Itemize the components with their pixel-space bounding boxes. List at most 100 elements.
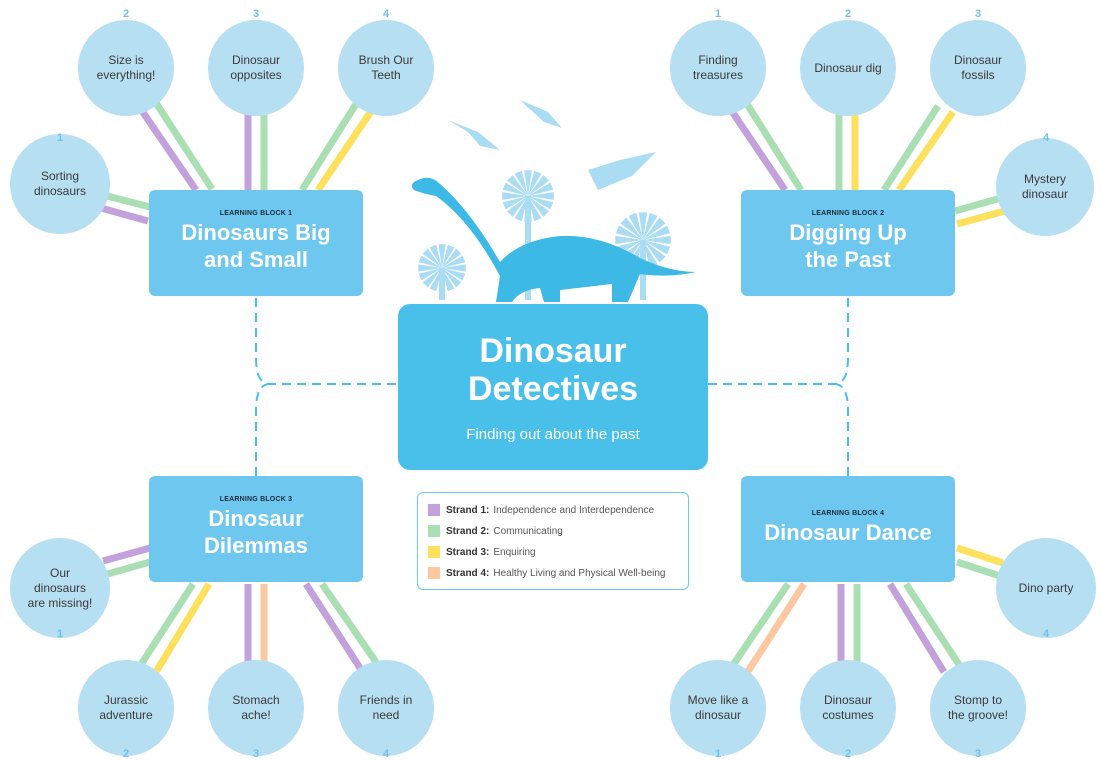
legend-strand: Strand 1: (446, 504, 490, 516)
plant-leaf (502, 182, 528, 196)
activity-label: Stomp to the groove! (947, 693, 1009, 722)
plant-leaf (643, 217, 666, 240)
block-title: Digging Up the Past (789, 220, 907, 272)
plant-leaf (638, 212, 648, 240)
strand-stripe (744, 582, 807, 675)
plant-leaf (429, 268, 442, 292)
activity-label: Brush Our Teeth (358, 53, 414, 82)
strand-stripe (956, 207, 1006, 228)
plant-leaf (442, 248, 462, 268)
activity-circle[interactable]: Dino party (996, 538, 1096, 638)
strand-stripe (955, 544, 1005, 567)
strand-stripes (100, 101, 1006, 675)
plant-leaf (528, 196, 542, 222)
activity-number: 4 (1042, 628, 1050, 640)
plant-leaf (507, 196, 528, 217)
dashed-connector (708, 298, 849, 385)
plant-leaf (418, 255, 442, 268)
plant-leaf (528, 196, 549, 217)
block-label: LEARNING BLOCK 4 (811, 510, 885, 517)
activity-label: Size is everything! (96, 53, 156, 82)
plant-leaf (502, 196, 528, 210)
plant-leaf (643, 225, 671, 240)
activity-label: Dinosaur fossils (953, 53, 1003, 82)
block-label: LEARNING BLOCK 2 (811, 210, 885, 217)
dinosaur-illustration (411, 100, 696, 302)
center-topic[interactable]: Dinosaur Detectives Finding out about th… (398, 304, 708, 470)
activity-number: 1 (714, 8, 722, 20)
plant-leaf (643, 212, 658, 240)
plant-leaf (643, 240, 666, 263)
activity-number: 3 (252, 748, 260, 760)
activity-number: 3 (974, 8, 982, 20)
activity-circle[interactable]: Dinosaur opposites (208, 20, 304, 116)
plant-leaf (438, 268, 446, 292)
activity-circle[interactable]: Stomach ache! (208, 660, 304, 756)
activity-circle[interactable]: Brush Our Teeth (338, 20, 434, 116)
learning-block-1[interactable]: LEARNING BLOCK 1 Dinosaurs Big and Small (149, 190, 363, 296)
plant-leaf (514, 170, 528, 196)
activity-label: Sorting dinosaurs (33, 169, 87, 198)
activity-circle[interactable]: Our dinosaurs are missing! (10, 538, 110, 638)
center-subtitle: Finding out about the past (466, 426, 640, 443)
activity-circle[interactable]: Dinosaur dig (800, 20, 896, 116)
learning-block-2[interactable]: LEARNING BLOCK 2 Digging Up the Past (741, 190, 955, 296)
plant-leaf (502, 192, 528, 200)
strand-stripe (728, 108, 788, 192)
activity-number: 2 (844, 8, 852, 20)
activity-circle[interactable]: Move like a dinosaur (670, 660, 766, 756)
legend-strand: Strand 4: (446, 567, 490, 579)
activity-label: Mystery dinosaur (1021, 172, 1069, 201)
activity-number: 4 (382, 8, 390, 20)
activity-label: Dinosaur dig (814, 60, 882, 75)
activity-circle[interactable]: Size is everything! (78, 20, 174, 116)
activity-circle[interactable]: Stomp to the groove! (930, 660, 1026, 756)
center-title: Dinosaur Detectives (467, 332, 639, 408)
orange-swatch (428, 567, 440, 579)
strand-stripe (728, 582, 791, 670)
legend-row-1: Strand 1: Independence and Interdependen… (428, 503, 654, 517)
activity-label: Dinosaur costumes (822, 693, 874, 722)
pterosaur-icon (448, 120, 500, 150)
strand-stripe (955, 558, 1005, 581)
dashed-connector (255, 383, 271, 476)
activity-number: 1 (56, 132, 64, 144)
legend-strand: Strand 2: (446, 525, 490, 537)
plant-leaf (422, 268, 442, 288)
activity-label: Move like a dinosaur (687, 693, 749, 722)
dinosaur-body (411, 177, 696, 302)
learning-block-4[interactable]: LEARNING BLOCK 4 Dinosaur Dance (741, 476, 955, 582)
yellow-swatch (428, 546, 440, 558)
activity-circle[interactable]: Dinosaur fossils (930, 20, 1026, 116)
plant-leaf (528, 182, 554, 196)
plant-leaf (528, 170, 542, 196)
activity-circle[interactable]: Sorting dinosaurs (10, 134, 110, 234)
legend-row-4: Strand 4: Healthy Living and Physical We… (428, 566, 665, 580)
learning-block-3[interactable]: LEARNING BLOCK 3 Dinosaur Dilemmas (149, 476, 363, 582)
activity-number: 2 (122, 8, 130, 20)
strand-stripe (896, 110, 956, 192)
plant-leaf (442, 264, 466, 272)
strand-stripe (102, 544, 151, 565)
plant-leaf (528, 196, 554, 210)
plant-leaf (442, 255, 466, 268)
legend-row-2: Strand 2: Communicating (428, 524, 563, 538)
activity-circle[interactable]: Mystery dinosaur (996, 138, 1094, 236)
plant-leaf (524, 196, 532, 222)
strand-stripe (744, 102, 804, 192)
block-title: Dinosaurs Big and Small (181, 220, 331, 272)
plant-leaf (615, 235, 643, 245)
activity-number: 4 (382, 748, 390, 760)
activity-number: 2 (122, 748, 130, 760)
pterosaur-icon (520, 100, 562, 128)
strand-stripe (315, 108, 375, 192)
activity-circle[interactable]: Friends in need (338, 660, 434, 756)
strand-stripe (100, 204, 149, 225)
plant-leaf (620, 217, 643, 240)
plant-leaf (615, 225, 643, 240)
activity-circle[interactable]: Finding treasures (670, 20, 766, 116)
activity-circle[interactable]: Jurassic adventure (78, 660, 174, 756)
activity-circle[interactable]: Dinosaur costumes (800, 660, 896, 756)
